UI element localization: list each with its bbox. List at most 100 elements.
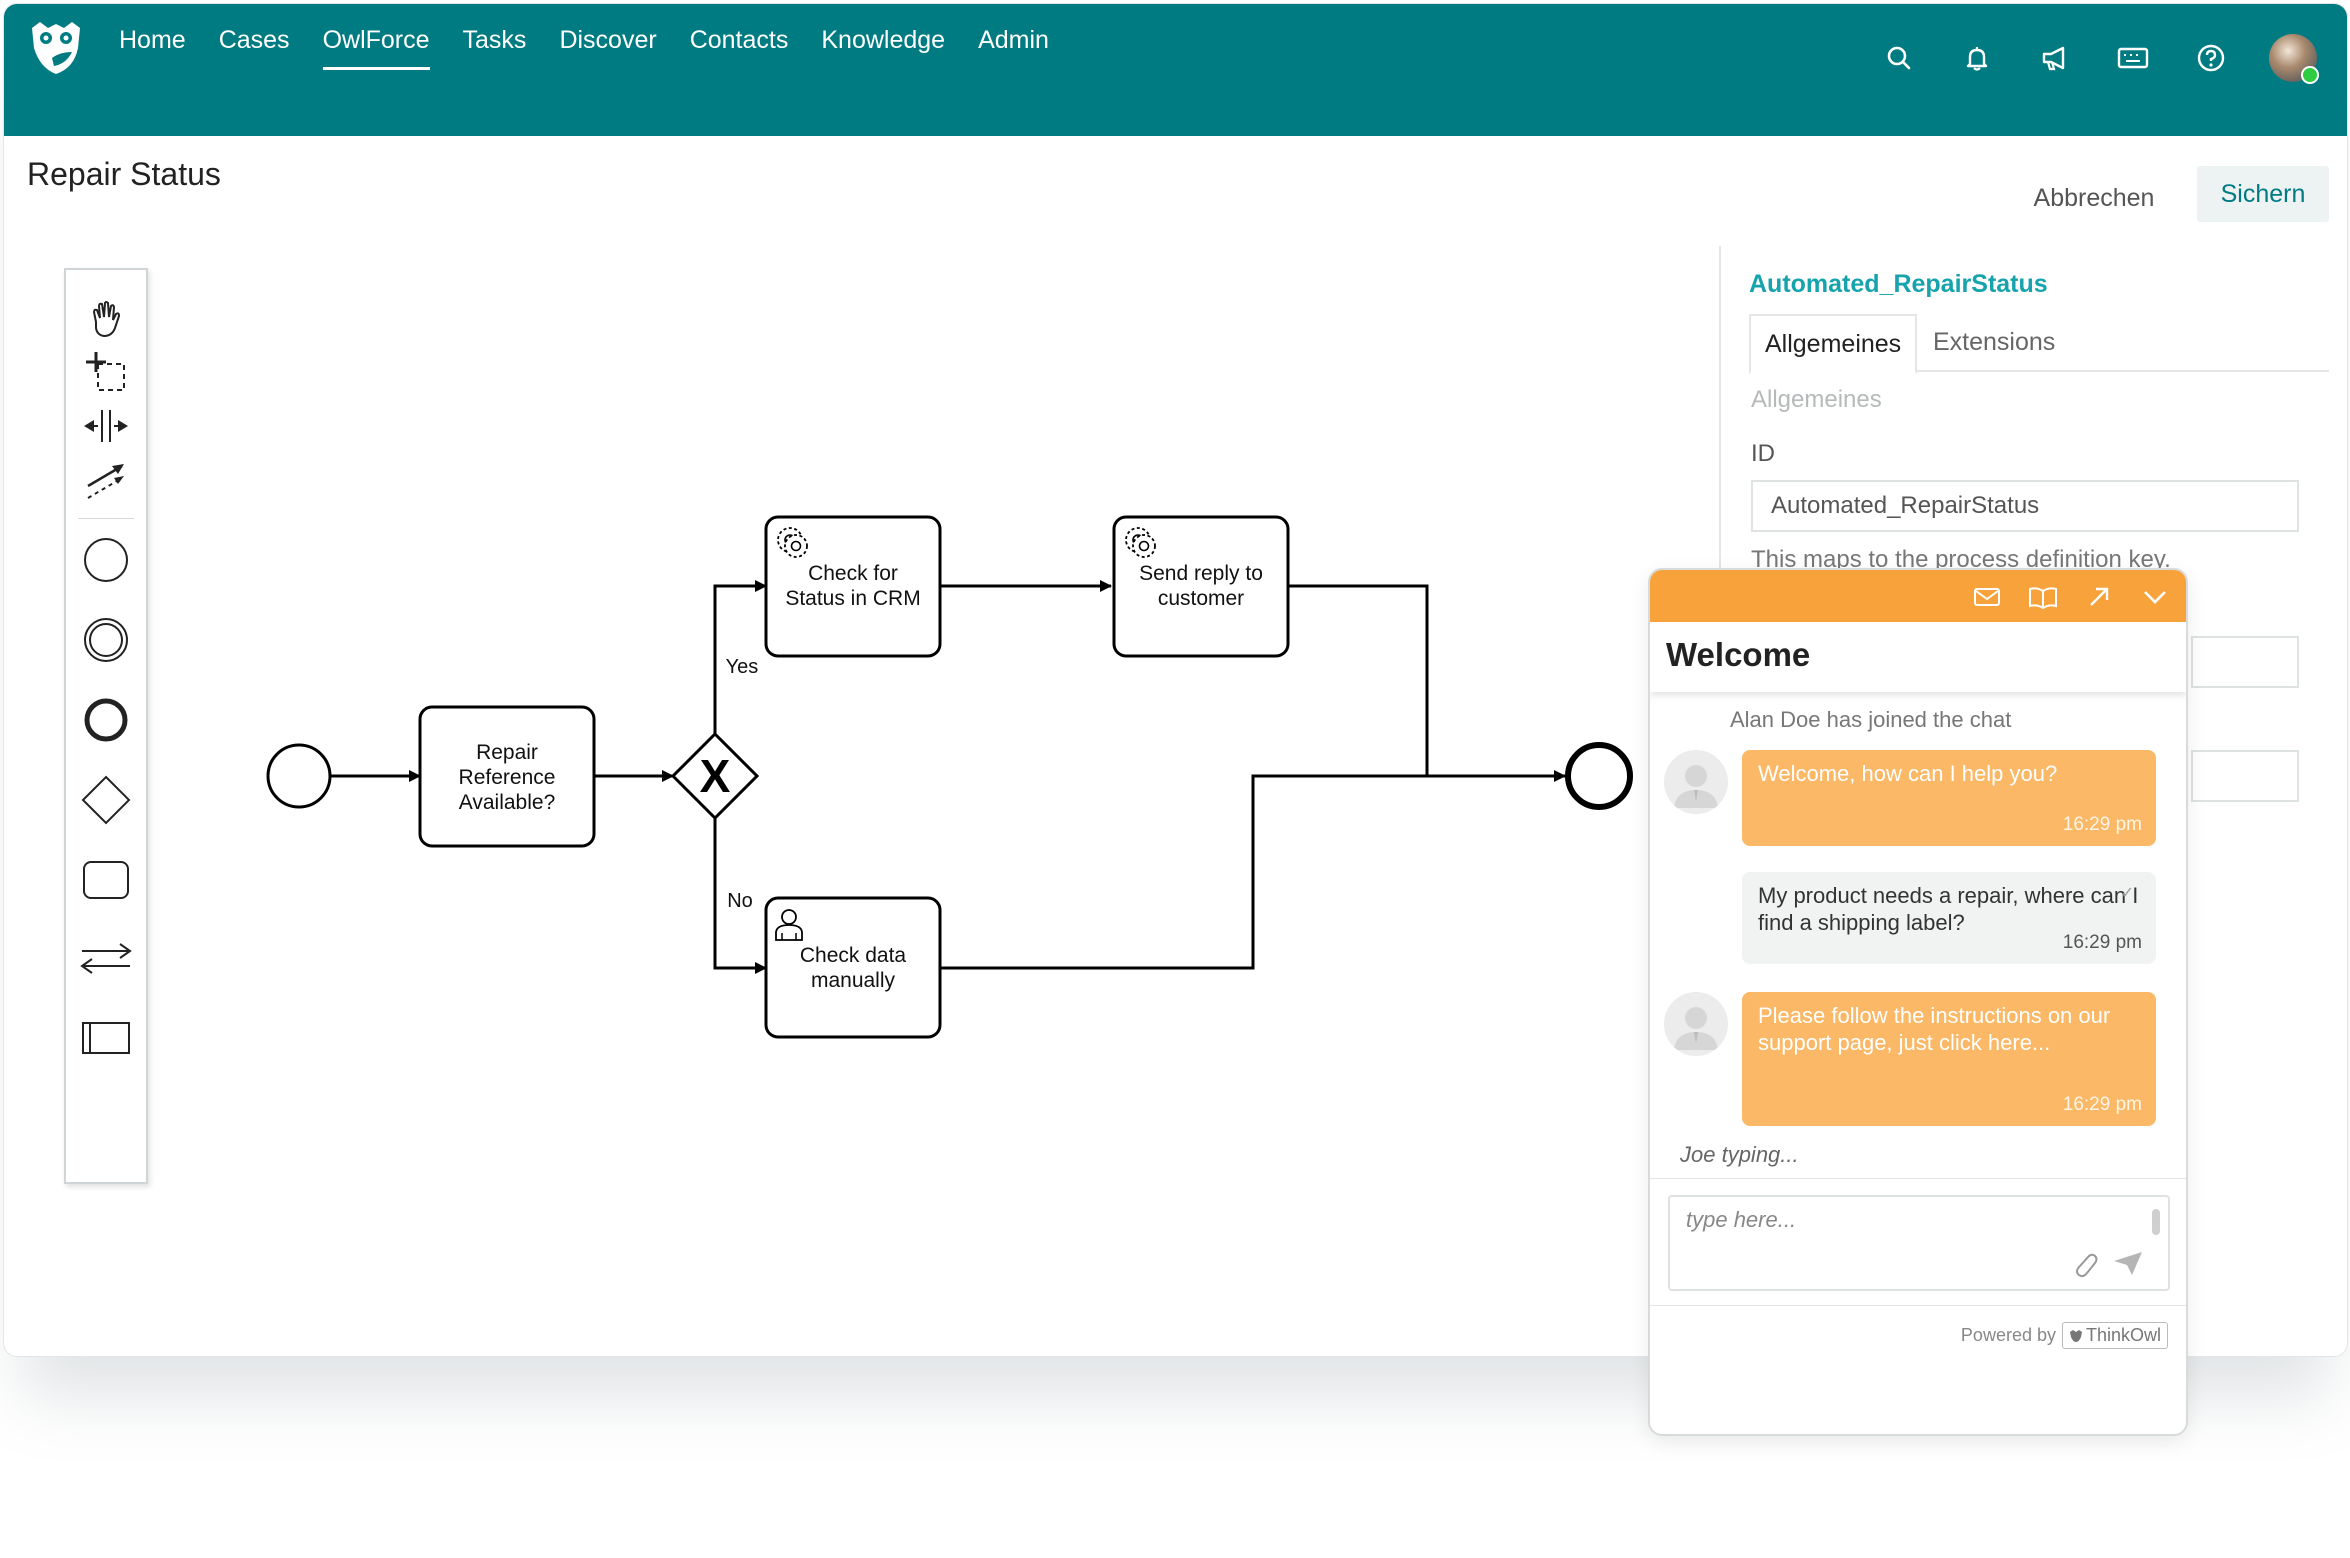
id-label: ID [1751,440,1775,467]
agent-avatar [1664,992,1728,1056]
owl-logo-icon[interactable] [26,18,86,78]
expand-icon[interactable] [2082,580,2116,614]
gateway-icon[interactable] [66,768,146,832]
chat-header-icons [1948,580,2172,614]
data-object-icon[interactable] [66,926,146,990]
nav-admin[interactable]: Admin [978,26,1049,54]
nav-cases[interactable]: Cases [218,26,290,54]
online-status-dot [2301,66,2319,84]
chat-message-agent: Welcome, how can I help you? 16:29 pm [1742,750,2156,846]
keyboard-icon[interactable] [2113,38,2153,78]
id-field[interactable]: Automated_RepairStatus [1751,480,2299,532]
intermediate-event-icon[interactable] [66,608,146,672]
powered-by: Powered by ThinkOwl [1650,1322,2168,1349]
user-task-person-icon [775,909,803,941]
task-label-line: Check for [808,562,898,585]
user-avatar[interactable] [2269,34,2319,84]
nav-owlforce[interactable]: OwlForce [322,26,430,70]
chat-message-input[interactable]: type here... [1668,1195,2170,1291]
message-time: 16:29 pm [2062,1094,2142,1115]
process-name: Automated_RepairStatus [1749,270,2048,298]
tab-general[interactable]: Allgemeines [1749,314,1918,374]
powered-by-text: Powered by [1960,1325,2056,1345]
task-label-line: Repair [476,741,538,764]
nav-contacts[interactable]: Contacts [689,26,789,54]
chat-widget: Welcome Alan Doe has joined the chat Wel… [1648,568,2188,1436]
start-event-icon[interactable] [66,528,146,592]
brand-name: ThinkOwl [2085,1325,2161,1345]
read-check-icon: ✓ [2120,885,2134,902]
task-label-line: Send reply to [1139,562,1263,585]
message-time: 16:29 pm [2062,932,2142,953]
help-icon[interactable] [2191,38,2231,78]
end-event[interactable] [1565,742,1633,810]
agent-avatar [1664,750,1728,814]
service-task-gear-icon [1125,527,1156,558]
hand-tool-icon[interactable] [66,288,146,352]
task-label-line: manually [811,969,896,992]
chat-message-user: My product needs a repair, where can I f… [1742,872,2156,964]
welcome-title: Welcome [1666,636,1811,673]
lasso-tool-icon[interactable] [66,340,146,404]
message-time: 16:29 pm [2062,814,2142,835]
page-title: Repair Status [27,156,221,192]
chat-message-agent: Please follow the instructions on our su… [1742,992,2156,1126]
paperclip-icon[interactable] [2070,1247,2100,1281]
version-field[interactable] [2191,750,2299,802]
bpmn-tool-palette [64,268,148,1184]
message-text: My product needs a repair, where can I f… [1758,883,2139,935]
section-label: Allgemeines [1751,386,1882,413]
owl-logo-icon [2069,1329,2082,1342]
task-label-line: Reference [459,766,556,789]
welcome-bar: Welcome [1650,622,2186,692]
connect-tool-icon[interactable] [66,448,146,512]
nav-discover[interactable]: Discover [559,26,657,54]
properties-tabs: Allgemeines Extensions [1749,314,2329,374]
input-scrollbar[interactable] [2152,1209,2160,1235]
typing-indicator: Joe typing... [1680,1142,1799,1167]
bell-icon[interactable] [1957,38,1997,78]
exclusive-gateway[interactable]: X [670,731,760,821]
message-text: Welcome, how can I help you? [1758,761,2058,786]
search-icon[interactable] [1879,38,1919,78]
book-icon[interactable] [2026,580,2060,614]
nav-home[interactable]: Home [119,26,186,54]
top-navigation-bar: Home Cases OwlForce Tasks Discover Conta… [4,4,2347,136]
task-icon[interactable] [66,848,146,912]
megaphone-icon[interactable] [2035,38,2075,78]
start-event[interactable] [266,743,332,809]
message-text: Please follow the instructions on our su… [1758,1003,2111,1055]
name-field[interactable] [2191,636,2299,688]
cancel-button[interactable]: Abbrechen [2016,172,2172,224]
send-icon[interactable] [2112,1249,2144,1277]
task-label-line: Available? [459,791,556,814]
brand-badge[interactable]: ThinkOwl [2061,1322,2168,1349]
task-label-line: Check data [800,944,907,967]
collapse-icon[interactable] [2138,580,2172,614]
palette-separator [78,518,134,519]
nav-tasks[interactable]: Tasks [462,26,527,54]
save-button[interactable]: Sichern [2197,166,2329,222]
service-task-gear-icon [777,527,808,558]
main-nav: Home Cases OwlForce Tasks Discover Conta… [119,26,1082,70]
task-label-line: Status in CRM [785,587,920,610]
task-label-line: customer [1158,587,1244,610]
nav-knowledge[interactable]: Knowledge [821,26,946,54]
system-message: Alan Doe has joined the chat [1730,707,2012,732]
tab-extensions[interactable]: Extensions [1933,327,2056,356]
pool-icon[interactable] [66,1006,146,1070]
gateway-symbol: X [700,750,731,802]
chat-input-area: type here... [1650,1178,2186,1306]
email-icon[interactable] [1970,580,2004,614]
space-tool-icon[interactable] [66,394,146,458]
end-event-icon[interactable] [66,688,146,752]
chat-header [1650,570,2186,622]
